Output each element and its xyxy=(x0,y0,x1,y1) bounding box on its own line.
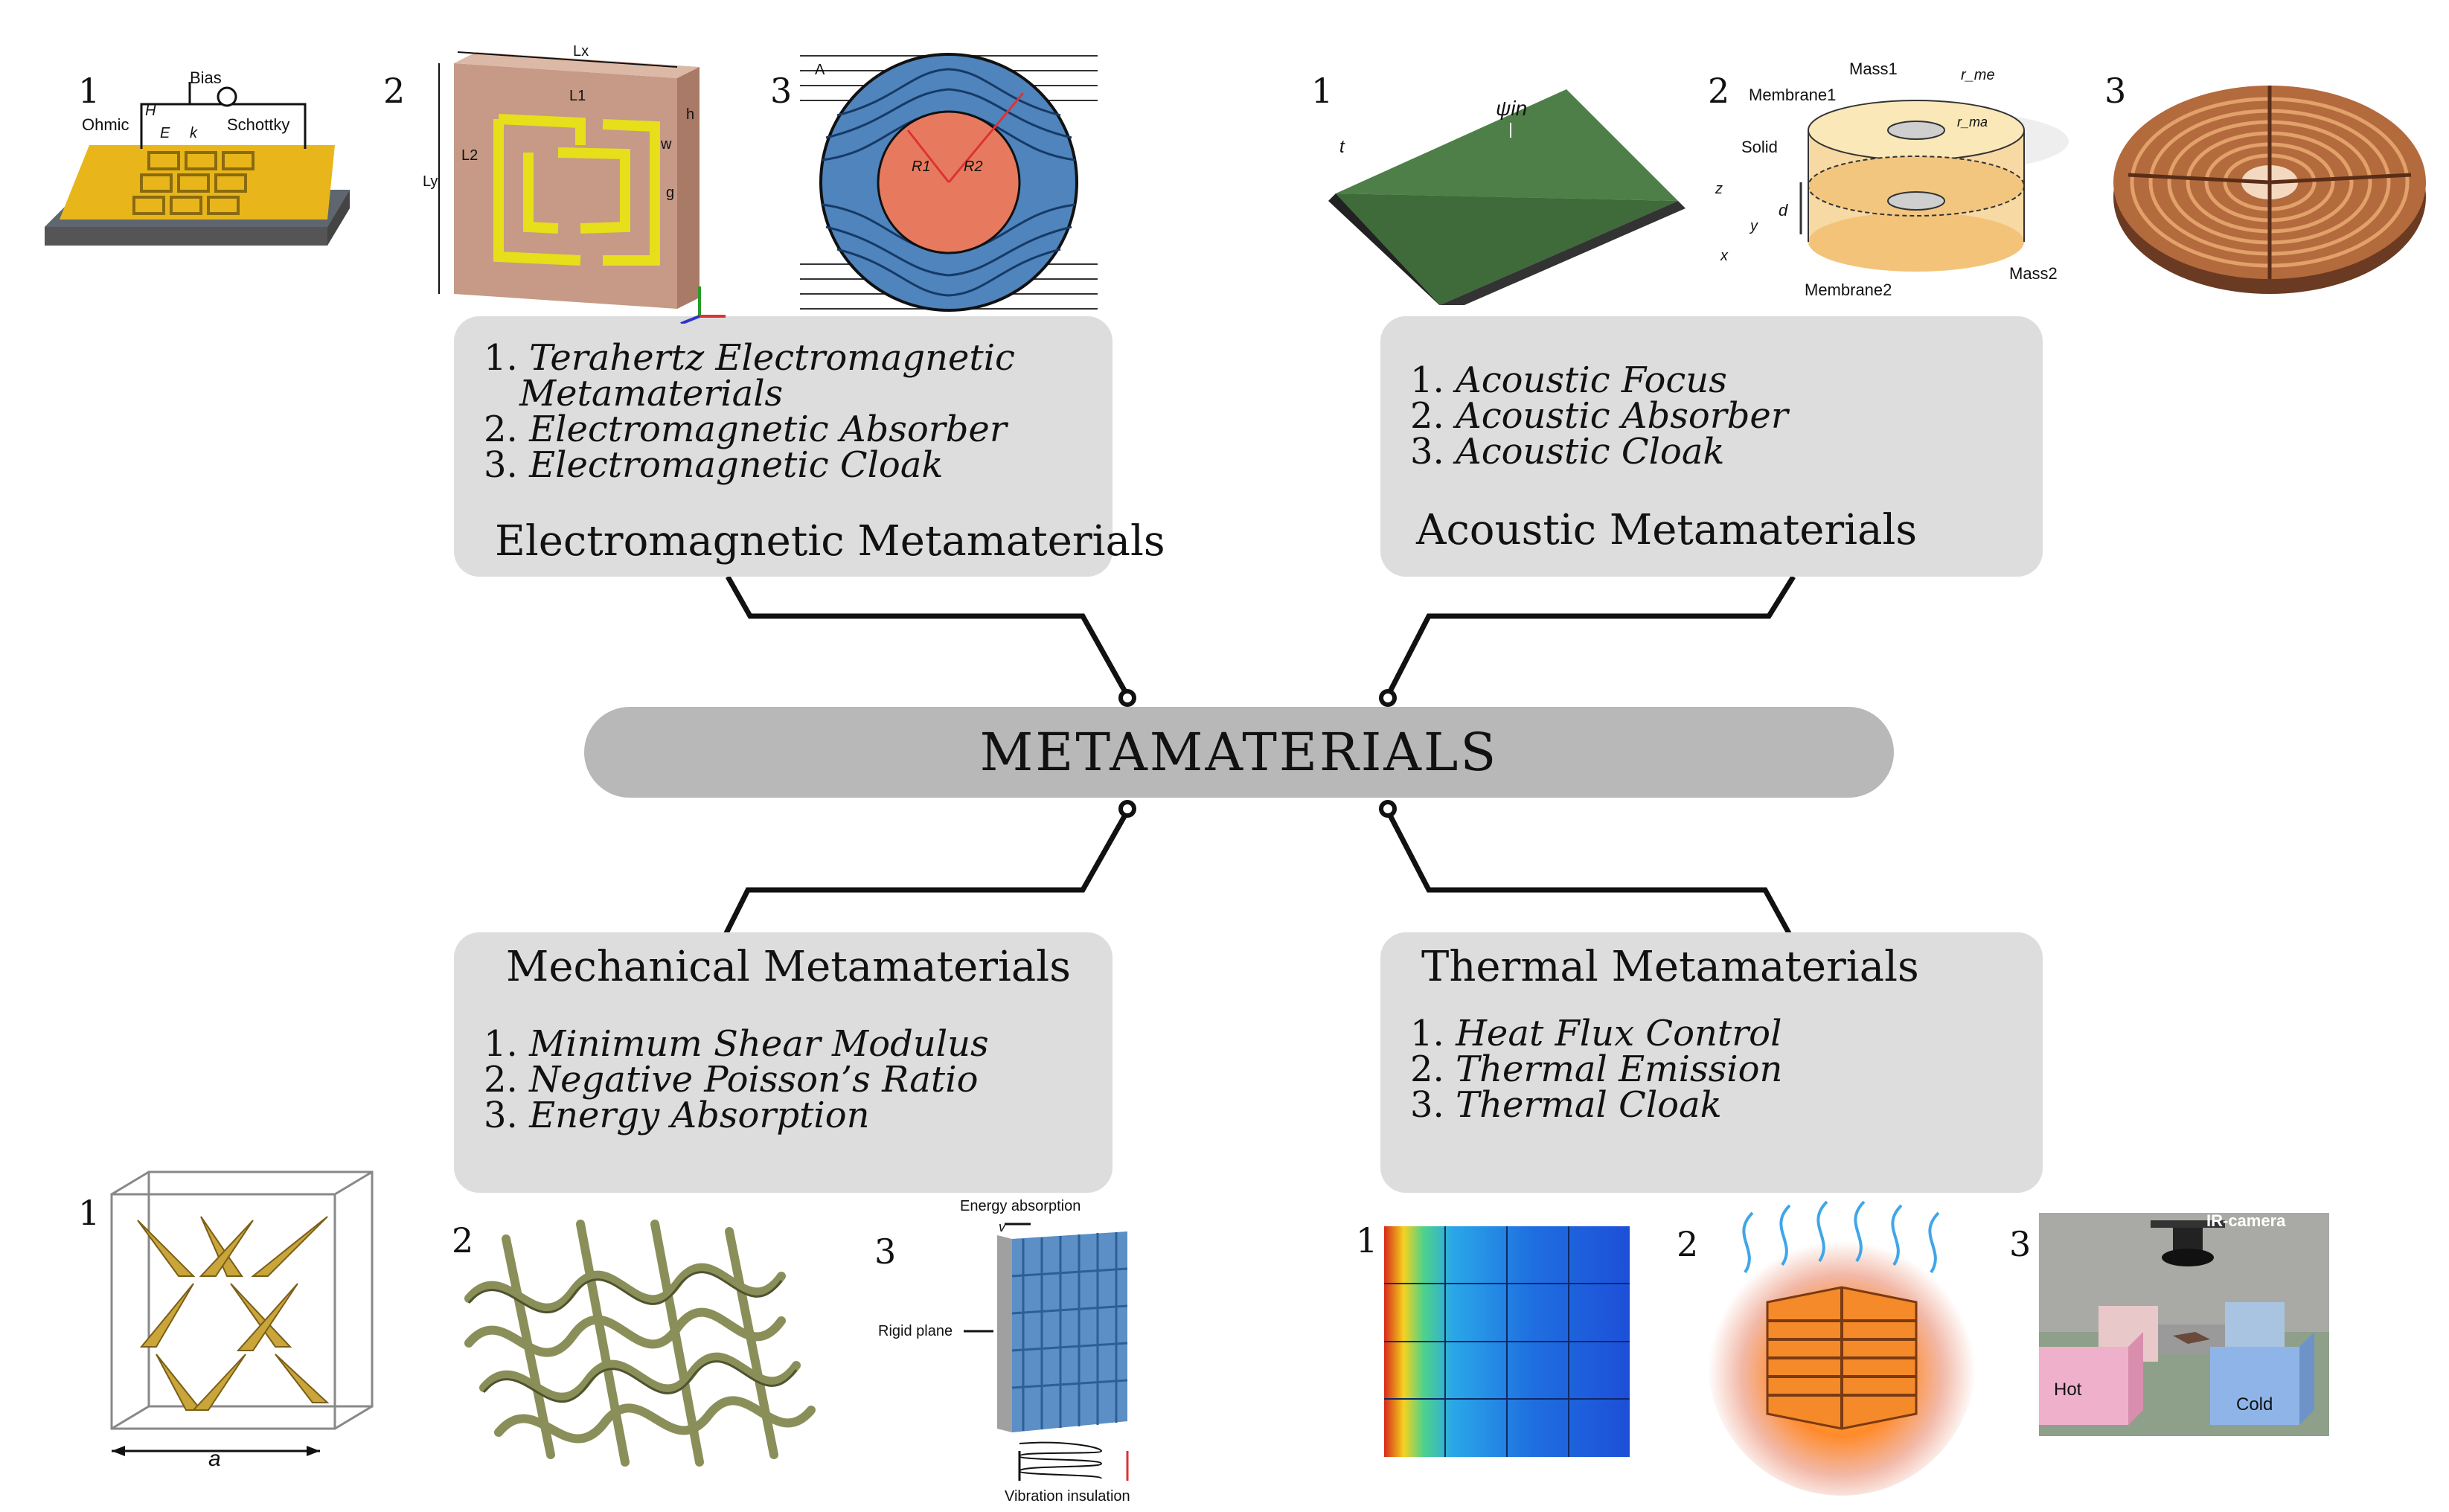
em-fig2-label-h: h xyxy=(686,106,694,123)
em-fig1-terahertz-device: Bias Ohmic Schottky H E k xyxy=(45,68,350,246)
center-title: METAMATERIALS xyxy=(979,722,1499,783)
ac-fig2-label-z: z xyxy=(1715,181,1723,197)
connector-acoustic xyxy=(1385,575,1796,697)
thermal-fig-number-3: 3 xyxy=(2009,1224,2032,1264)
mech-title: Mechanical Metamaterials xyxy=(506,943,1071,991)
ac-fig2-label-y: y xyxy=(1749,218,1758,234)
em-item-3: 3. Electromagnetic Cloak xyxy=(484,444,944,486)
em-fig1-label-schottky: Schottky xyxy=(227,115,289,134)
em-fig2-label-g: g xyxy=(666,185,674,201)
ac-fig-number-1: 1 xyxy=(1311,71,1334,111)
thermal-item-3: 3. Thermal Cloak xyxy=(1410,1084,1722,1126)
thermal-fig-number-1: 1 xyxy=(1356,1220,1378,1260)
em-fig1-label-h: H xyxy=(145,103,156,119)
thermal-fig-number-2: 2 xyxy=(1677,1224,1699,1264)
connector-thermal xyxy=(1385,810,1793,936)
mech-item-3: 3. Energy Absorption xyxy=(484,1095,870,1136)
ac-title: Acoustic Metamaterials xyxy=(1416,506,1918,554)
thermal-fig3-label-hot: Hot xyxy=(2054,1380,2082,1400)
em-fig-number-3: 3 xyxy=(770,71,793,111)
ac-fig-number-3: 3 xyxy=(2104,71,2127,111)
mech-fig3-label-energy: Energy absorption xyxy=(960,1198,1081,1214)
mech-fig3-label-rigid: Rigid plane xyxy=(878,1323,953,1339)
em-item-1-continued: Metamaterials xyxy=(519,373,784,414)
em-title: Electromagnetic Metamaterials xyxy=(495,517,1165,566)
ac-fig2-label-d: d xyxy=(1779,201,1788,220)
thermal-item-1: 1. Heat Flux Control xyxy=(1410,1013,1782,1054)
em-fig1-label-bias: Bias xyxy=(190,68,222,87)
connector-node xyxy=(1118,800,1136,818)
mech-fig3-energy-absorption: Energy absorption v Rigid plane Vibratio… xyxy=(878,1198,1130,1505)
ac-fig-number-2: 2 xyxy=(1708,71,1730,111)
acoustic-box: 1. Acoustic Focus 2. Acoustic Absorber 3… xyxy=(1380,316,2043,577)
mech-fig3-label-vibration: Vibration insulation xyxy=(1005,1488,1130,1505)
em-fig1-label-e: E xyxy=(160,125,170,141)
thermal-fig2-thermal-emission xyxy=(1708,1200,1976,1496)
ac-fig2-label-rme: r_me xyxy=(1961,67,1995,83)
ac-fig1-label-psi: ψin xyxy=(1496,97,1527,120)
em-fig3-label-r1: R1 xyxy=(912,158,931,175)
ac-item-1: 1. Acoustic Focus xyxy=(1410,359,1727,401)
em-fig2-label-ly: Ly xyxy=(423,173,438,190)
thermal-box: Thermal Metamaterials 1. Heat Flux Contr… xyxy=(1380,932,2043,1193)
mechanical-box: Mechanical Metamaterials 1. Minimum Shea… xyxy=(454,932,1113,1193)
mech-fig-number-1: 1 xyxy=(78,1193,100,1233)
ac-item-2: 2. Acoustic Absorber xyxy=(1410,395,1788,437)
em-fig-number-1: 1 xyxy=(78,71,100,111)
thermal-fig3-label-ircamera: IR-camera xyxy=(2206,1213,2286,1230)
thermal-fig3-thermal-cloak: IR-camera Hot Cold xyxy=(2039,1213,2329,1436)
ac-fig2-label-rma: r_ma xyxy=(1957,115,1988,129)
mech-fig3-label-v: v xyxy=(999,1220,1006,1234)
mech-fig-number-2: 2 xyxy=(452,1220,474,1260)
em-item-2: 2. Electromagnetic Absorber xyxy=(484,409,1007,450)
em-fig1-label-ohmic: Ohmic xyxy=(82,115,129,134)
mech-fig2-woven-lattice xyxy=(464,1220,816,1467)
connector-electromagnetic xyxy=(725,575,1130,697)
ac-fig2-label-solid: Solid xyxy=(1741,138,1778,156)
ac-fig2-label-x: x xyxy=(1720,248,1729,264)
em-fig-number-2: 2 xyxy=(383,71,406,111)
electromagnetic-box: 1. Terahertz Electromagnetic Metamateria… xyxy=(454,316,1165,577)
ac-fig2-membrane-resonator: Mass1 Membrane1 Solid Mass2 Membrane2 r_… xyxy=(1715,60,2069,299)
em-fig2-split-ring: Lx L1 Ly L2 h w g xyxy=(423,43,726,324)
em-fig3-label-a: A xyxy=(815,62,825,78)
em-fig2-label-w: w xyxy=(660,136,672,153)
thermal-fig3-label-cold: Cold xyxy=(2236,1394,2273,1415)
em-fig3-label-r2: R2 xyxy=(964,158,983,175)
em-fig2-label-lx: Lx xyxy=(573,43,589,60)
connector-node xyxy=(1379,800,1397,818)
em-fig1-label-k: k xyxy=(190,125,198,141)
center-node: METAMATERIALS xyxy=(584,707,1894,798)
mech-fig1-lattice-cube: a xyxy=(110,1170,374,1470)
thermal-fig1-heat-flux-map xyxy=(1384,1226,1630,1457)
em-item-1: 1. Terahertz Electromagnetic xyxy=(484,337,1015,379)
em-fig2-label-l2: L2 xyxy=(461,147,478,164)
mech-item-1: 1. Minimum Shear Modulus xyxy=(484,1023,989,1065)
ac-fig1-label-t: t xyxy=(1339,137,1345,157)
connector-mechanical xyxy=(723,810,1130,936)
mech-fig1-label-a: a xyxy=(208,1447,221,1470)
mech-fig-number-3: 3 xyxy=(874,1231,897,1272)
thermal-title: Thermal Metamaterials xyxy=(1421,943,1919,991)
connector-node xyxy=(1379,689,1397,707)
ac-fig2-label-membrane2: Membrane2 xyxy=(1805,281,1892,299)
ac-fig2-label-membrane1: Membrane1 xyxy=(1749,86,1836,104)
em-fig2-label-l1: L1 xyxy=(569,88,586,104)
ac-item-3: 3. Acoustic Cloak xyxy=(1410,431,1725,472)
connector-node xyxy=(1118,689,1136,707)
ac-fig2-label-mass1: Mass1 xyxy=(1849,60,1898,78)
em-fig3-cloak: A R1 R2 xyxy=(800,53,1098,312)
thermal-item-2: 2. Thermal Emission xyxy=(1410,1048,1783,1090)
ac-fig1-acoustic-focus: ψin t xyxy=(1328,89,1686,305)
ac-fig2-label-mass2: Mass2 xyxy=(2009,264,2058,283)
ac-fig3-acoustic-cloak-rings xyxy=(2113,86,2426,294)
mech-item-2: 2. Negative Poisson’s Ratio xyxy=(484,1059,979,1101)
